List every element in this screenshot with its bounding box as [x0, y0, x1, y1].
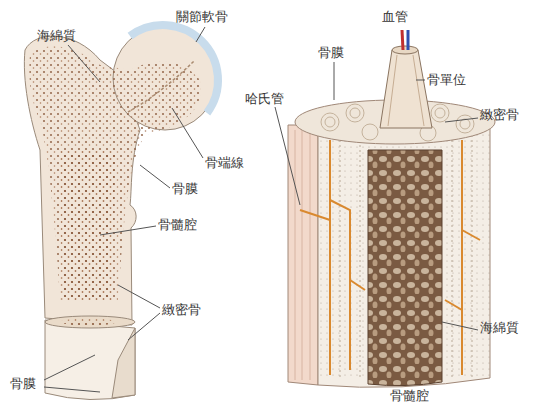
part-label: 哈氏管	[245, 91, 284, 107]
part-label: 骨膜	[10, 376, 36, 392]
part-label: 骨膜	[318, 45, 344, 61]
part-label: 骨端線	[205, 155, 244, 171]
part-label: 骨單位	[427, 72, 466, 88]
part-label: 緻密骨	[480, 107, 519, 123]
part-label: 骨膜	[172, 181, 198, 197]
part-label: 緻密骨	[162, 302, 201, 318]
part-label: 海綿質	[37, 28, 76, 44]
part-label: 血管	[382, 9, 408, 25]
part-label: 關節軟骨	[176, 9, 228, 25]
part-label: 骨髓腔	[158, 217, 197, 233]
part-label: 骨髓腔	[390, 388, 429, 404]
part-label: 海綿質	[480, 320, 519, 336]
